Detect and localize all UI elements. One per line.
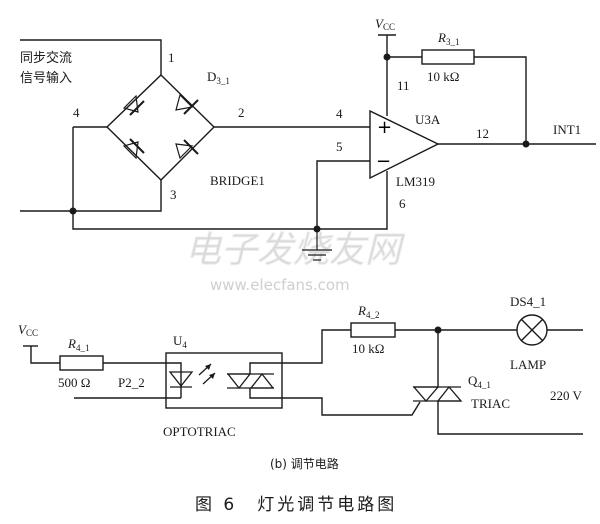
vcc-b-label: VCC <box>18 322 38 338</box>
opamp-ref: U3A <box>415 112 441 127</box>
plus-sign: + <box>377 117 392 138</box>
lamp-icon <box>516 314 548 346</box>
opamp-pin-out: 12 <box>476 126 489 141</box>
input-label-line2: 信号输入 <box>20 70 72 86</box>
led-icon <box>166 362 216 398</box>
watermark-url: www.elecfans.com <box>210 276 350 294</box>
comparator-lm319: + − <box>369 109 440 180</box>
diode-icon <box>175 139 199 160</box>
lamp-ref: DS4_1 <box>510 294 546 309</box>
wire-input-bottom <box>20 180 162 212</box>
vcc-label: VCC <box>375 16 395 32</box>
diode-icon <box>122 138 145 160</box>
pin-1: 1 <box>168 50 175 65</box>
r3-value: 10 kΩ <box>427 69 459 84</box>
wire-pin6 <box>300 171 388 230</box>
circuit-a: 同步交流 信号输入 <box>20 16 596 261</box>
mains-voltage: 220 V <box>550 388 583 403</box>
resistor-r4-2 <box>350 322 396 338</box>
wire-minus <box>316 160 370 229</box>
bridge-rectifier <box>105 74 215 181</box>
wire-gate <box>282 397 421 416</box>
r4-1-value: 500 Ω <box>58 375 90 390</box>
resistor-r3-1 <box>421 49 475 65</box>
input-label-line1: 同步交流 <box>20 50 72 66</box>
pin-4: 4 <box>73 105 80 120</box>
r4-2-value: 10 kΩ <box>352 341 384 356</box>
diode-icon <box>122 94 145 116</box>
pin-3: 3 <box>170 187 177 202</box>
minus-sign: − <box>376 151 391 172</box>
opto-ref: U4 <box>173 333 187 350</box>
opto-part: OPTOTRIAC <box>163 424 236 439</box>
opamp-pin-plus: 4 <box>336 106 343 121</box>
circuit-b: VCC R4_1 500 Ω P2_2 U4 OPTOTRIAC <box>18 294 583 439</box>
bridge-name: BRIDGE1 <box>210 173 265 188</box>
ground-icon <box>302 229 332 261</box>
wire-gnd <box>72 127 300 230</box>
phototriac-icon <box>226 362 282 399</box>
triac-part: TRIAC <box>471 396 510 411</box>
junction-dot <box>522 140 530 148</box>
resistor-r4-1 <box>59 355 104 371</box>
r4-1-label: R4_1 <box>67 336 89 353</box>
r3-label: R3_1 <box>437 30 459 47</box>
lamp-part: LAMP <box>510 357 546 372</box>
r4-2-label: R4_2 <box>357 303 379 320</box>
figure-caption: 图 6 灯光调节电路图 <box>195 495 397 515</box>
pin-2: 2 <box>238 105 245 120</box>
wire-feedback <box>387 56 527 144</box>
watermark-text: 电子发烧友网 <box>185 230 405 271</box>
optotriac-u4 <box>165 352 283 409</box>
wire-input-top <box>20 39 162 75</box>
opamp-pin-minus: 5 <box>336 139 343 154</box>
output-net: INT1 <box>553 122 581 137</box>
input-net-p2-2: P2_2 <box>118 375 145 390</box>
caption-b: (b) 调节电路 <box>270 456 339 471</box>
diode-label: D3_1 <box>207 69 230 86</box>
opamp-pin-gnd: 6 <box>399 196 406 211</box>
diode-icon <box>175 93 199 115</box>
triac-icon <box>412 330 583 435</box>
opamp-part: LM319 <box>396 174 435 189</box>
wire-vcc-b <box>30 346 166 364</box>
wire-r4-2 <box>282 329 583 364</box>
opamp-pin-vcc: 11 <box>397 78 410 93</box>
triac-ref: Q4_1 <box>468 373 491 390</box>
